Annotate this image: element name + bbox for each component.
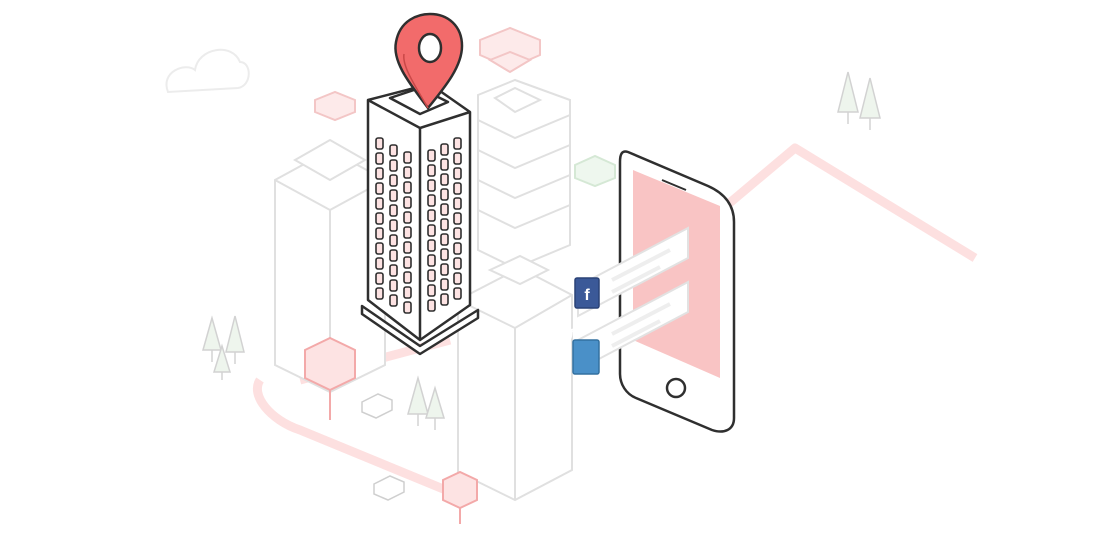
tower-window	[403, 166, 412, 179]
twitter-icon	[544, 328, 575, 349]
tower-window	[427, 164, 436, 177]
tower-window	[375, 152, 384, 165]
facebook-icon: f	[584, 287, 590, 304]
tower-window	[389, 249, 398, 262]
facebook-icon-bg	[574, 277, 600, 309]
tower-window	[453, 152, 462, 165]
faded-marker-top	[479, 26, 541, 74]
tower-window	[375, 227, 384, 240]
tower-window	[453, 182, 462, 195]
tower-window	[403, 151, 412, 164]
tower-window	[389, 294, 398, 307]
tower-window	[453, 287, 462, 300]
tower-window	[453, 197, 462, 210]
faded-building-front	[457, 254, 573, 502]
car-middle	[361, 393, 393, 419]
tower-window	[440, 263, 449, 276]
tower-window	[427, 149, 436, 162]
tower-window	[440, 173, 449, 186]
tower-window	[375, 212, 384, 225]
social-card-facebook: f	[574, 226, 689, 318]
faded-building-left	[274, 138, 386, 394]
tower-window	[389, 264, 398, 277]
tower-window	[453, 212, 462, 225]
tower-window	[427, 179, 436, 192]
tower-window	[440, 143, 449, 156]
tower-window	[453, 137, 462, 150]
tower-window	[440, 248, 449, 261]
tower-window	[375, 257, 384, 270]
tower-window	[375, 137, 384, 150]
tower-window	[427, 269, 436, 282]
tower-window	[389, 174, 398, 187]
faded-marker-left	[314, 90, 356, 122]
tower-window	[427, 254, 436, 267]
social-card-twitter	[544, 280, 689, 375]
tower-window	[440, 278, 449, 291]
route-box-bottom	[442, 470, 478, 524]
tower-window	[403, 211, 412, 224]
tower-window	[403, 271, 412, 284]
tower-window	[403, 256, 412, 269]
tower-window	[403, 226, 412, 239]
tower-window	[389, 219, 398, 232]
tower-window	[375, 197, 384, 210]
tower-window	[427, 239, 436, 252]
faded-marker-green	[574, 154, 616, 188]
tower-window	[427, 299, 436, 312]
tower-window	[403, 286, 412, 299]
tower-window	[440, 158, 449, 171]
tower-window	[375, 287, 384, 300]
tower-window	[389, 159, 398, 172]
tower-window	[453, 272, 462, 285]
tower-window	[375, 272, 384, 285]
main-tower-windows	[375, 137, 462, 314]
tower-window	[453, 167, 462, 180]
tower-window	[389, 204, 398, 217]
tower-window	[427, 209, 436, 222]
tower-window	[427, 194, 436, 207]
twitter-icon-bg	[572, 339, 600, 375]
tower-window	[403, 196, 412, 209]
tree-group-left	[202, 315, 245, 380]
tower-window	[403, 301, 412, 314]
tower-window	[403, 181, 412, 194]
tree-group-middle	[407, 375, 446, 430]
tower-window	[440, 188, 449, 201]
tower-window	[389, 189, 398, 202]
tower-window	[427, 224, 436, 237]
tower-window	[453, 257, 462, 270]
cloud	[165, 48, 250, 94]
tower-window	[440, 233, 449, 246]
tower-window	[389, 279, 398, 292]
faded-building-back	[477, 78, 571, 270]
tower-window	[375, 182, 384, 195]
car-bottom	[373, 475, 405, 501]
tower-window	[440, 203, 449, 216]
tower-window	[403, 241, 412, 254]
tower-window	[440, 293, 449, 306]
tower-window	[440, 218, 449, 231]
tower-window	[453, 242, 462, 255]
tower-window	[427, 284, 436, 297]
tower-window	[375, 242, 384, 255]
tower-window	[453, 227, 462, 240]
tower-window	[389, 234, 398, 247]
route-box-left	[304, 336, 356, 420]
location-pin-icon	[394, 12, 464, 111]
tower-window	[389, 144, 398, 157]
tree-group-right	[837, 71, 881, 130]
tower-window	[375, 167, 384, 180]
